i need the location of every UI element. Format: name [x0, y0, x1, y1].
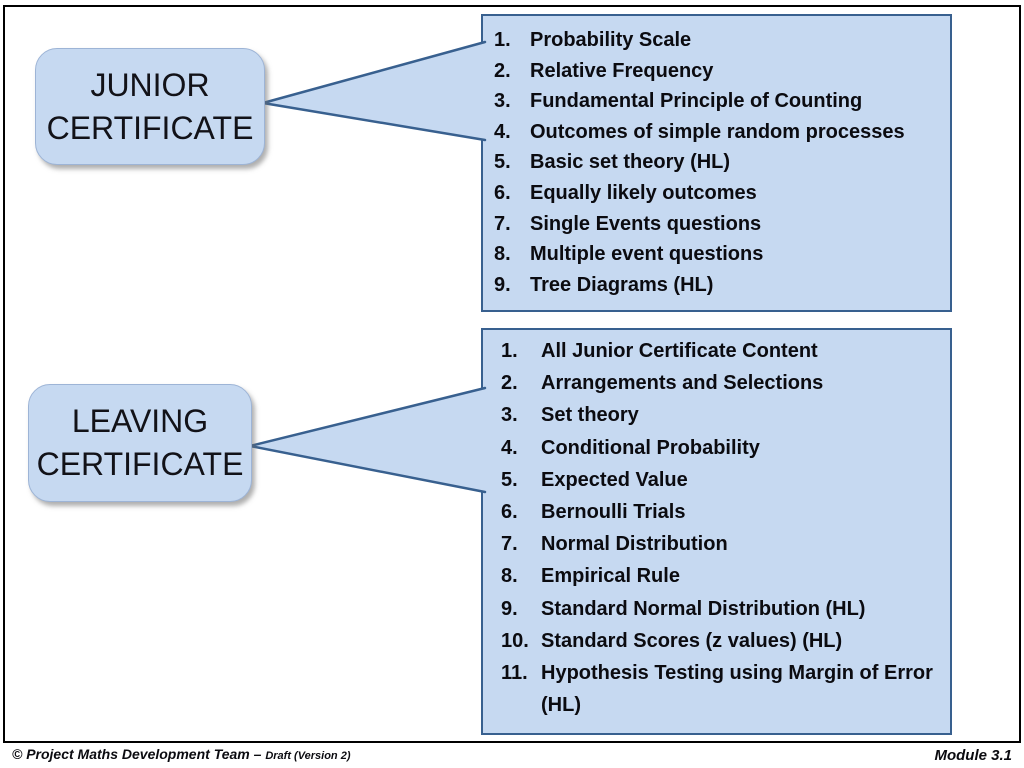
list-item: 8. Empirical Rule — [501, 560, 944, 592]
list-item-number: 4. — [494, 120, 511, 143]
list-item-text: All Junior Certificate Content — [541, 340, 818, 362]
list-item: 4. Conditional Probability — [501, 432, 944, 464]
list-item: 6. Bernoulli Trials — [501, 496, 944, 528]
list-item: 7. Single Events questions — [494, 209, 944, 240]
list-item-text: Tree Diagrams (HL) — [530, 273, 714, 296]
leaving-certificate-label-line1: LEAVING — [71, 403, 209, 439]
list-item-number: 10. — [501, 629, 529, 652]
list-item-text: Standard Normal Distribution (HL) — [541, 597, 866, 620]
list-item-number: 3. — [494, 90, 511, 113]
list-item-text: Arrangements and Selections — [541, 372, 824, 395]
junior-certificate-label-line2: CERTIFICATE — [46, 109, 254, 146]
junior-connector-wedge — [261, 40, 487, 142]
list-item-text: Fundamental Principle of Counting — [530, 90, 863, 113]
list-item: 3. Set theory — [501, 399, 944, 431]
list-item-number: 5. — [501, 468, 518, 491]
list-item-number: 4. — [501, 436, 518, 459]
list-item-text: Relative Frequency — [530, 59, 714, 82]
list-item-text: Normal Distribution — [541, 533, 728, 556]
list-item-number: 11. — [501, 662, 528, 685]
list-item: 11. Hypothesis Testing using Margin of E… — [501, 657, 944, 721]
junior-certificate-box: JUNIOR CERTIFICATE — [35, 48, 265, 165]
list-item-text: Outcomes of simple random processes — [530, 120, 905, 143]
list-item: 1. Probability Scale — [494, 25, 944, 56]
footer-copyright: © Project Maths Development Team – Draft… — [12, 746, 350, 764]
list-item-number: 6. — [494, 181, 511, 204]
list-item-text: Set theory — [541, 404, 639, 427]
leaving-topics-panel: 1. All Junior Certificate Content 2. Arr… — [481, 328, 952, 735]
list-item-number: 9. — [501, 597, 518, 620]
list-item: 10. Standard Scores (z values) (HL) — [501, 625, 944, 657]
list-item-text: Expected Value — [541, 468, 688, 491]
footer-copyright-main: © Project Maths Development Team – — [12, 746, 266, 762]
list-item-text: Conditional Probability — [541, 436, 760, 459]
list-item-text: Empirical Rule — [541, 565, 680, 588]
footer-module-number: Module 3.1 — [934, 746, 1012, 764]
list-item-text: Hypothesis Testing using Margin of Error… — [541, 662, 933, 717]
list-item: 4. Outcomes of simple random processes — [494, 117, 944, 148]
leaving-topics-list: 1. All Junior Certificate Content 2. Arr… — [483, 330, 950, 721]
list-item-number: 3. — [501, 404, 518, 427]
list-item: 2. Relative Frequency — [494, 56, 944, 87]
footer-draft-version: Draft (Version 2) — [265, 750, 351, 762]
list-item: 8. Multiple event questions — [494, 239, 944, 270]
list-item: 9. Standard Normal Distribution (HL) — [501, 593, 944, 625]
list-item-number: 9. — [494, 273, 511, 296]
list-item-number: 1. — [494, 29, 511, 51]
list-item-number: 2. — [494, 59, 511, 82]
list-item-text: Standard Scores (z values) (HL) — [541, 629, 843, 652]
list-item-number: 6. — [501, 501, 518, 524]
list-item-number: 8. — [494, 243, 511, 266]
junior-certificate-label-line1: JUNIOR — [90, 66, 210, 103]
leaving-connector-wedge — [248, 386, 487, 494]
list-item-number: 8. — [501, 565, 518, 588]
list-item: 2. Arrangements and Selections — [501, 367, 944, 399]
list-item-text: Multiple event questions — [530, 243, 764, 266]
list-item-number: 2. — [501, 372, 518, 395]
list-item: 1. All Junior Certificate Content — [501, 335, 944, 367]
leaving-certificate-label-line2: CERTIFICATE — [36, 446, 244, 482]
junior-topics-panel: 1. Probability Scale 2. Relative Frequen… — [481, 14, 952, 312]
list-item-number: 1. — [501, 340, 518, 362]
list-item-text: Single Events questions — [530, 212, 762, 235]
list-item-number: 7. — [501, 533, 518, 556]
list-item: 5. Expected Value — [501, 464, 944, 496]
footer-bar: © Project Maths Development Team – Draft… — [3, 741, 1021, 767]
list-item-text: Basic set theory (HL) — [530, 151, 731, 174]
list-item: 3. Fundamental Principle of Counting — [494, 86, 944, 117]
list-item: 9. Tree Diagrams (HL) — [494, 270, 944, 301]
junior-topics-list: 1. Probability Scale 2. Relative Frequen… — [483, 16, 950, 300]
list-item: 7. Normal Distribution — [501, 528, 944, 560]
list-item-text: Equally likely outcomes — [530, 181, 757, 204]
leaving-certificate-box: LEAVING CERTIFICATE — [28, 384, 252, 502]
list-item-number: 7. — [494, 212, 511, 235]
list-item-text: Bernoulli Trials — [541, 501, 686, 524]
list-item-text: Probability Scale — [530, 29, 692, 51]
list-item: 6. Equally likely outcomes — [494, 178, 944, 209]
list-item: 5. Basic set theory (HL) — [494, 147, 944, 178]
list-item-number: 5. — [494, 151, 511, 174]
